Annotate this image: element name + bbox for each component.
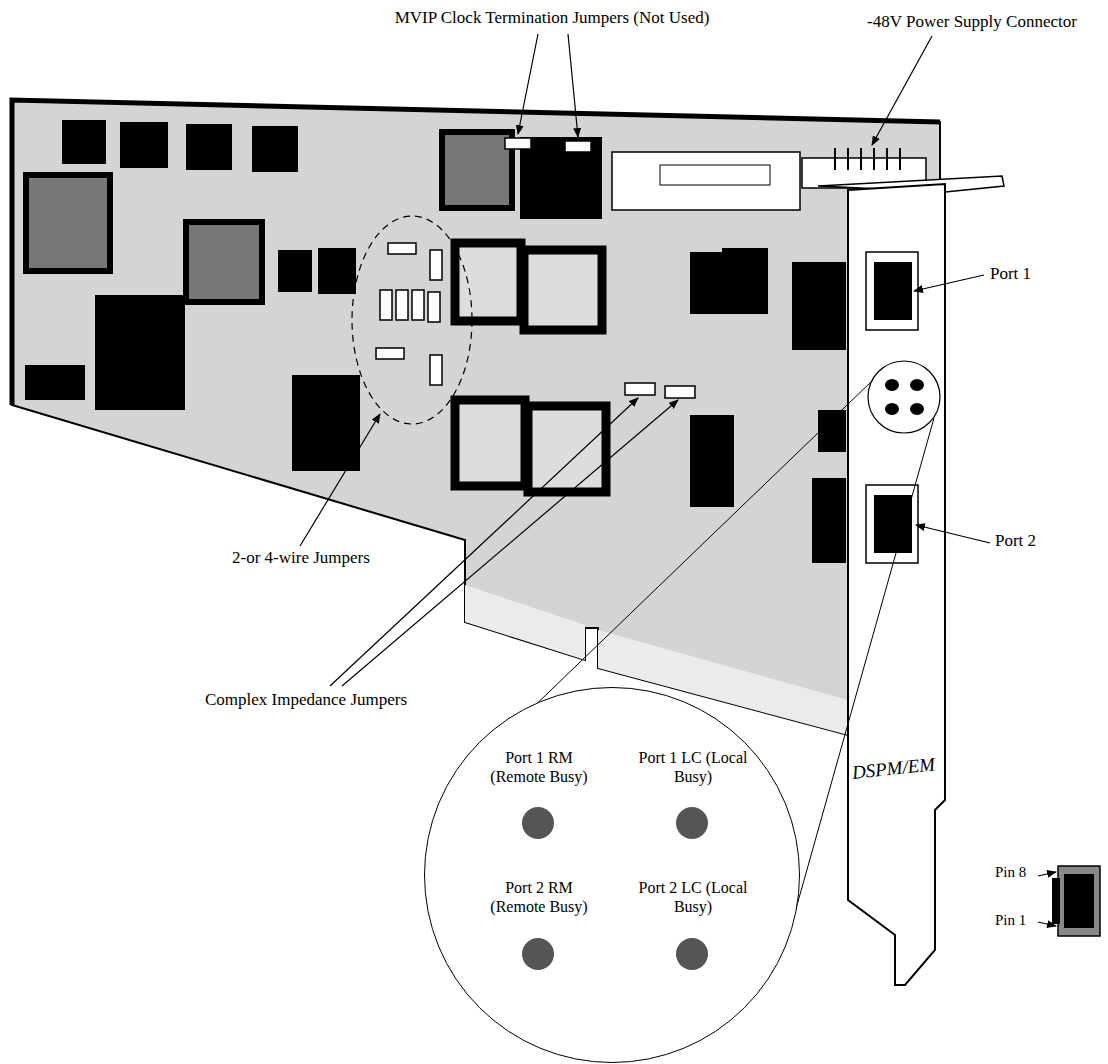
circuit-board bbox=[12, 100, 940, 735]
mounting-bracket bbox=[848, 184, 945, 985]
callout-label: DSPM/EM bbox=[851, 753, 936, 783]
bus-connector-slot bbox=[660, 165, 770, 185]
jumpers bbox=[376, 138, 695, 398]
callout-label: -48V Power Supply Connector bbox=[867, 12, 1077, 32]
led-dot bbox=[676, 807, 708, 839]
jumper-group-outline bbox=[352, 216, 472, 424]
port-jack bbox=[874, 262, 912, 320]
led-dots bbox=[424, 687, 800, 1063]
led-cluster bbox=[868, 361, 940, 433]
callout-label: Pin 1 bbox=[995, 912, 1026, 929]
magnifier-line bbox=[790, 418, 934, 930]
rj45-icon bbox=[1052, 866, 1100, 936]
port-jack bbox=[866, 252, 918, 330]
led-label: Port 2 RM (Remote Busy) bbox=[477, 878, 601, 916]
callout-label: MVIP Clock Termination Jumpers (Not Used… bbox=[395, 8, 710, 28]
callout-label: Pin 8 bbox=[995, 864, 1026, 881]
edge-fingers bbox=[465, 585, 585, 660]
bus-connector bbox=[612, 152, 800, 210]
callout-label: Port 2 bbox=[995, 531, 1036, 551]
port-jack bbox=[866, 485, 918, 563]
callout-label: Complex Impedance Jumpers bbox=[205, 690, 407, 710]
led-dot bbox=[522, 807, 554, 839]
port-jack bbox=[874, 495, 912, 553]
callout-label: 2-or 4-wire Jumpers bbox=[232, 548, 370, 568]
callout-label: Port 1 bbox=[990, 264, 1031, 284]
led bbox=[885, 379, 924, 415]
magnified-led-view: Port 1 RM (Remote Busy) Port 1 LC (Local … bbox=[424, 687, 800, 1063]
power-pins bbox=[835, 148, 900, 170]
led-label: Port 2 LC (Local Busy) bbox=[631, 878, 755, 916]
transformers bbox=[455, 243, 606, 492]
led-label: Port 1 RM (Remote Busy) bbox=[477, 748, 601, 786]
gray-chips bbox=[26, 132, 512, 302]
led-dot bbox=[676, 938, 708, 970]
chips bbox=[25, 120, 846, 563]
led-dot bbox=[522, 938, 554, 970]
led-label: Port 1 LC (Local Busy) bbox=[631, 748, 755, 786]
